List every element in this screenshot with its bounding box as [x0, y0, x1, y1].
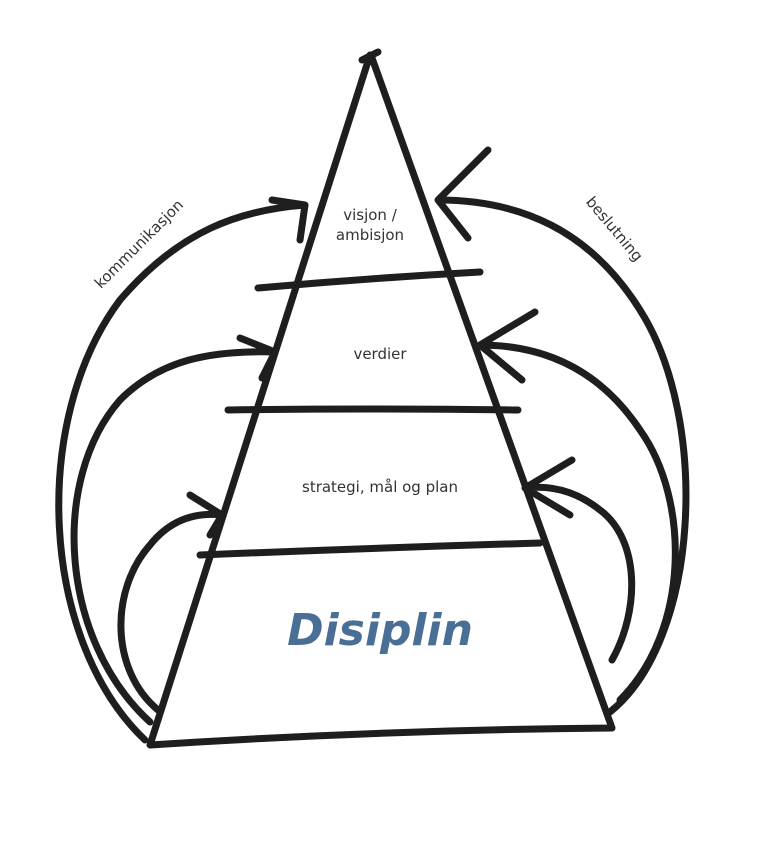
arrow-left-to-verdier: [70, 334, 279, 726]
level-disiplin-label: Disiplin: [287, 605, 473, 656]
arrow-right-to-strategi: [521, 456, 636, 664]
arrow-left-to-visjon: [55, 196, 309, 744]
divider-3: [196, 539, 544, 559]
divider-1: [254, 268, 484, 292]
level-visjon-label: visjon / ambisjon: [335, 206, 405, 244]
arrow-right-to-verdier: [476, 308, 679, 704]
arrow-left-to-strategi: [117, 491, 226, 714]
level-strategi-label: strategi, mål og plan: [302, 478, 458, 496]
level-verdier-label: verdier: [353, 345, 407, 363]
divider-2: [224, 405, 522, 414]
pyramid-outline: [146, 48, 616, 749]
